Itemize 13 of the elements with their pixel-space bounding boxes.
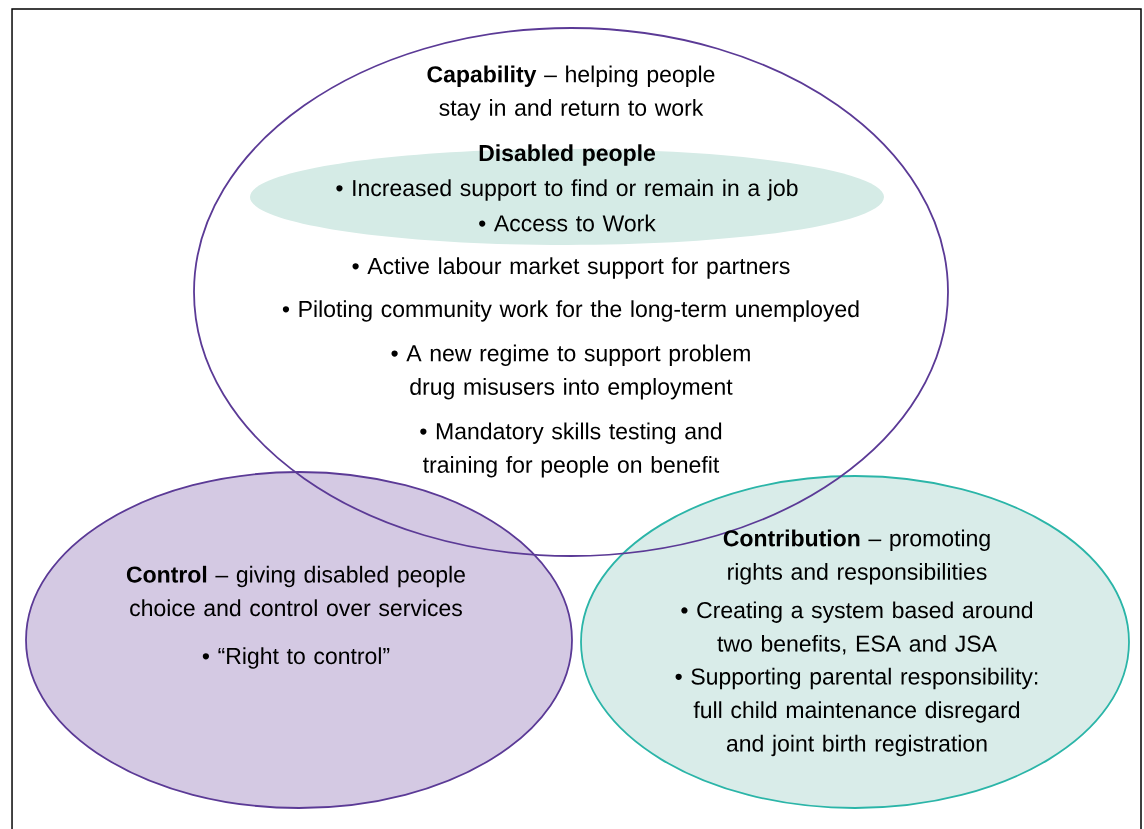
bullet-text: • “Right to control” — [202, 647, 390, 669]
bullet-text: • Creating a system based around two benefits, ESA and JSA — [681, 601, 1033, 655]
bullet-text: • Access to Work — [479, 214, 656, 232]
heading: Contribution – promoting rights and responsibilities — [723, 529, 990, 585]
bullet-text: • Active labour market support for partners — [352, 257, 790, 279]
bullet-text: • Mandatory skills testing and training for people on benefit — [420, 422, 722, 478]
bullet-text: • Increased support to find or remain in a job — [336, 179, 798, 201]
heading: Capability – helping people stay in and return to work — [427, 65, 715, 121]
bullet-text: • Piloting community work for the long-term unemployed — [282, 300, 859, 322]
bullet-text: • Supporting parental responsibility: full child maintenance disregard and joint birth registration — [675, 667, 1038, 757]
heading: Control – giving disabled people choice and control over services — [126, 565, 465, 617]
bullet-text: • A new regime to support problem drug misusers into employment — [391, 344, 750, 400]
heading: Disabled people — [479, 144, 656, 166]
